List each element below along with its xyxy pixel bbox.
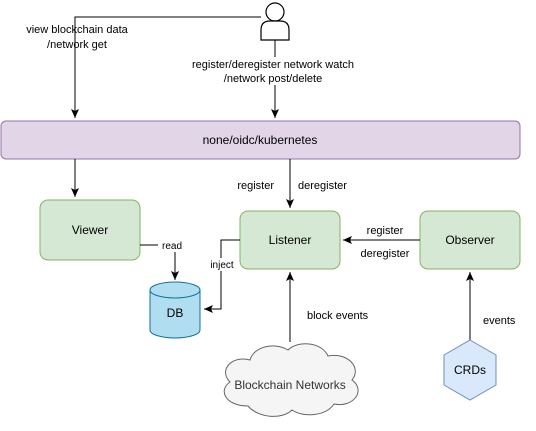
edge-observer-deregister-label: deregister [361, 248, 410, 260]
blockchain-cloud [223, 343, 359, 417]
listener-label: Listener [269, 233, 312, 247]
edge-view-label-line2: /network get [47, 39, 107, 51]
edge-register-watch-label-line1: register/deregister network watch [192, 59, 354, 71]
edge-observer-register-label: register [367, 225, 404, 237]
edge-block-events-label: block events [307, 310, 369, 322]
edge-inject-label: inject [210, 260, 234, 271]
viewer-label: Viewer [72, 223, 108, 237]
auth-bar-label: none/oidc/kubernetes [203, 133, 318, 147]
edge-register-watch-label-line2: /network post/delete [224, 73, 322, 85]
edge-read-label: read [162, 241, 182, 252]
edge-listener-db [204, 239, 240, 313]
blockchain-label: Blockchain Networks [234, 378, 345, 392]
viewer-node [39, 199, 141, 261]
observer-label: Observer [445, 233, 494, 247]
user-icon [260, 2, 290, 41]
edge-events-label: events [483, 315, 516, 327]
crds-node [443, 339, 497, 401]
edge-view-label-line1: view blockchain data [26, 24, 128, 36]
edge-deregister-label: deregister [298, 180, 347, 192]
db-label: DB [167, 306, 184, 320]
edge-register-label: register [237, 180, 274, 192]
edge-user-view [71, 16, 261, 118]
db-node [149, 281, 201, 339]
auth-bar [0, 120, 521, 160]
crds-label: CRDs [454, 363, 486, 377]
